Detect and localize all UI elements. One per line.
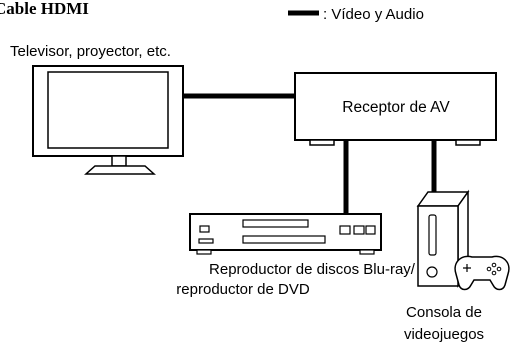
diagram-title: Cable HDMI — [0, 0, 89, 18]
av-receiver-icon — [294, 72, 497, 146]
legend: : Vídeo y Audio — [288, 6, 424, 23]
legend-label: : Vídeo y Audio — [323, 6, 424, 23]
tv-icon — [32, 65, 184, 175]
disc-player-label-line2: reproductor de DVD — [176, 281, 310, 298]
tv-label: Televisor, proyector, etc. — [10, 43, 171, 60]
hdmi-cables — [183, 93, 437, 227]
av-receiver-label: Receptor de AV — [342, 99, 450, 116]
game-console-label-line2: videojuegos — [404, 326, 484, 343]
disc-player-icon — [189, 213, 382, 255]
game-console-label-line1: Consola de — [406, 304, 482, 321]
game-controller-icon — [454, 255, 510, 291]
disc-player-label-line1: Reproductor de discos Blu-ray/ — [209, 261, 416, 278]
